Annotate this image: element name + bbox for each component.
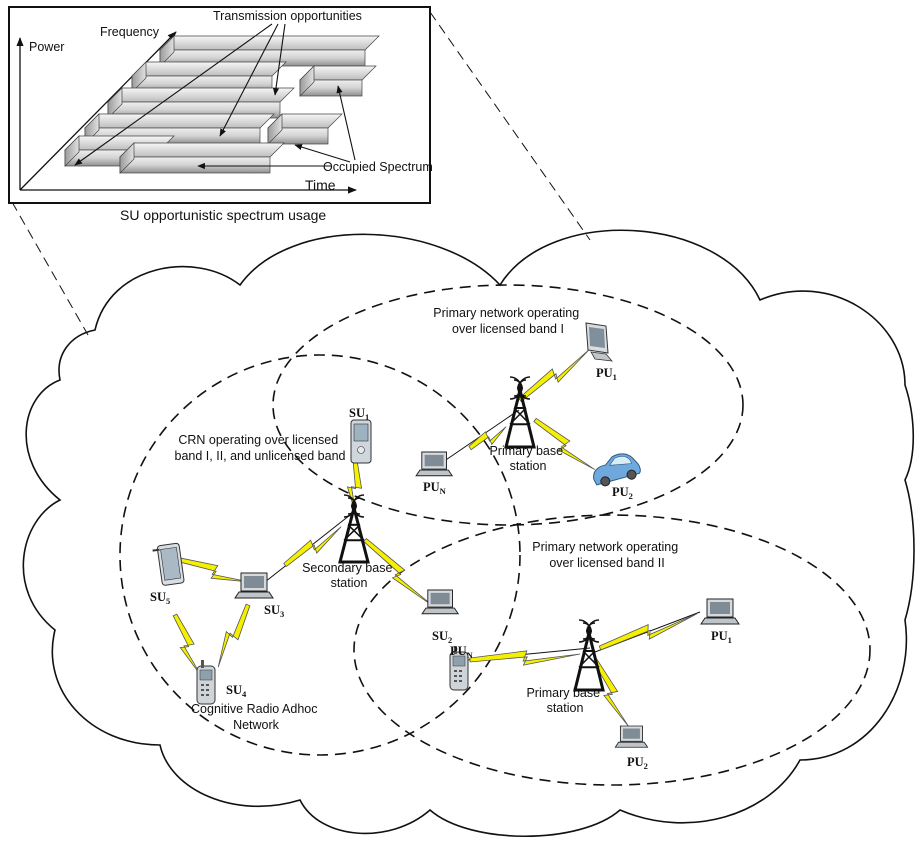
link-bolt-pun-primary2 (469, 650, 581, 666)
su2-laptop-icon (421, 589, 460, 615)
zoom-line-left (11, 201, 89, 336)
inset-caption: SU opportunistic spectrum usage (120, 207, 326, 223)
pun-top-label: PUN (423, 480, 447, 496)
adhoc-network-label: Cognitive Radio Adhoc Network (191, 702, 321, 732)
spectrum-bar (267, 113, 343, 145)
time-axis-label: Time (305, 177, 336, 193)
spectrum-bar (131, 61, 287, 93)
cloud-outline (22, 229, 915, 837)
secondary-base-station-label: Secondary base station (302, 561, 396, 590)
pun-bottom-label: PUN (450, 644, 474, 660)
primary-network-2-label: Primary network operating over licensed … (532, 540, 681, 570)
su5-label: SU5 (150, 590, 170, 606)
transmission-opportunities-label: Transmission opportunities (213, 9, 362, 23)
su2-label: SU2 (432, 629, 452, 645)
frequency-axis-label: Frequency (100, 25, 160, 39)
secondary-base-station-tower-icon (338, 494, 370, 564)
primary-network-2-ellipse (353, 514, 871, 786)
su1-label: SU1 (349, 406, 369, 422)
link-bolt-primary1-pu2-top (533, 417, 595, 470)
spectrum-bars (64, 35, 380, 174)
pu2-bottom-laptop-icon (614, 725, 649, 748)
crn-ellipse (119, 354, 521, 756)
primary-network-1-label: Primary network operating over licensed … (433, 306, 582, 336)
wireless-links (172, 349, 697, 727)
primary-network-1-ellipse (272, 284, 744, 526)
primary-base-station-2-tower-icon (573, 619, 605, 692)
su3-laptop-icon (234, 572, 274, 599)
link-bolt-su3-secondary (283, 526, 342, 568)
spectrum-bar (107, 87, 295, 119)
su4-label: SU4 (226, 683, 247, 699)
link-bolt-primary1-pun-top (468, 426, 507, 451)
link-bolt-secondary-su2 (363, 537, 434, 607)
pu2-top-label: PU2 (612, 485, 633, 501)
occupied-spectrum-label: Occupied Spectrum (323, 160, 433, 174)
link-bolt-primary2-pu1 (598, 613, 697, 651)
occupied-arrows (197, 85, 356, 170)
pu1-bottom-laptop-icon (700, 598, 740, 625)
spectrum-bar (299, 65, 377, 97)
pu2-car-icon (593, 453, 641, 487)
su3-label: SU3 (264, 603, 284, 619)
frequency-axis (19, 31, 177, 191)
link-bolt-su3-su4 (217, 603, 251, 668)
pu1-top-monitor-icon (585, 322, 613, 362)
pu2-bottom-label: PU2 (627, 755, 648, 771)
link-bolt-primary1-pu1-top (518, 349, 590, 403)
spectrum-inset: Power Frequency Time Transmission opport… (8, 6, 433, 204)
pu1-top-label: PU1 (596, 366, 617, 382)
link-bolt-su5-su3 (178, 557, 250, 583)
primary-base-station-2-label: Primary base station (526, 686, 603, 715)
pun-top-laptop-icon (415, 451, 454, 477)
su1-pda-icon (350, 419, 372, 464)
link-bolt-su1-secondary (346, 459, 363, 516)
transmission-arrows (74, 23, 286, 166)
primary-base-station-1-tower-icon (504, 376, 536, 449)
primary-base-station-1-label: Primary base station (489, 444, 566, 473)
su5-tablet-icon (152, 542, 185, 586)
link-bolt-su5-su4 (172, 613, 202, 677)
power-axis-label: Power (29, 40, 64, 54)
crn-label: CRN operating over licensed band I, II, … (175, 433, 346, 463)
pu1-bottom-label: PU1 (711, 629, 732, 645)
links (264, 409, 701, 661)
su4-handheld-icon (196, 660, 216, 705)
pun-bottom-handheld-icon (449, 646, 469, 691)
spectrum-bar (119, 142, 285, 174)
zoom-line-right (429, 11, 591, 241)
